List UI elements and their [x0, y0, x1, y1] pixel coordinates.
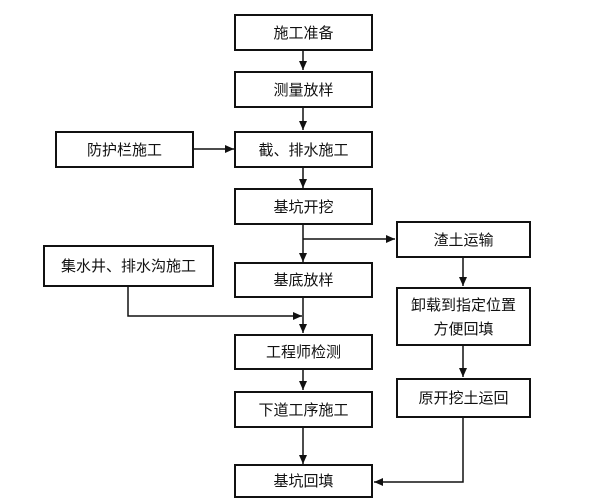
- branch-return-soil: 原开挖土运回: [396, 378, 531, 418]
- input-sump-ditch-construction: 集水井、排水沟施工: [43, 245, 214, 287]
- step-base-layout: 基底放样: [234, 262, 373, 298]
- branch-unload-location: 卸载到指定位置 方便回填: [396, 287, 531, 346]
- step-base-layout-label: 基底放样: [273, 271, 334, 289]
- input-guardrail-construction-label: 防护栏施工: [86, 140, 162, 159]
- step-pit-excavation: 基坑开挖: [234, 188, 373, 225]
- step-construction-prep-label: 施工准备: [273, 23, 334, 42]
- step-survey-layout-label: 测量放样: [273, 80, 334, 99]
- step-drainage-construction: 截、排水施工: [234, 131, 373, 168]
- branch-muck-transport: 渣土运输: [396, 221, 531, 258]
- input-sump-ditch-construction-label: 集水井、排水沟施工: [60, 257, 196, 275]
- input-guardrail-construction: 防护栏施工: [55, 131, 194, 168]
- step-next-process-label: 下道工序施工: [258, 400, 349, 419]
- step-construction-prep: 施工准备: [234, 14, 373, 51]
- step-drainage-construction-label: 截、排水施工: [258, 140, 349, 159]
- arrow-sump-to-mainline: [127, 287, 302, 320]
- step-engineer-inspection-label: 工程师检测: [265, 343, 341, 361]
- step-pit-backfill: 基坑回填: [234, 464, 373, 498]
- branch-muck-transport-label: 渣土运输: [433, 230, 494, 249]
- arrow-return-to-backfill: [374, 418, 464, 486]
- branch-unload-location-line1: 卸载到指定位置: [410, 295, 516, 314]
- branch-unload-location-line2: 方便回填: [433, 319, 494, 338]
- step-next-process: 下道工序施工: [234, 391, 373, 428]
- step-engineer-inspection: 工程师检测: [234, 334, 373, 370]
- branch-return-soil-label: 原开挖土运回: [418, 389, 509, 407]
- step-pit-excavation-label: 基坑开挖: [273, 197, 334, 216]
- step-survey-layout: 测量放样: [234, 71, 373, 108]
- step-pit-backfill-label: 基坑回填: [273, 472, 334, 490]
